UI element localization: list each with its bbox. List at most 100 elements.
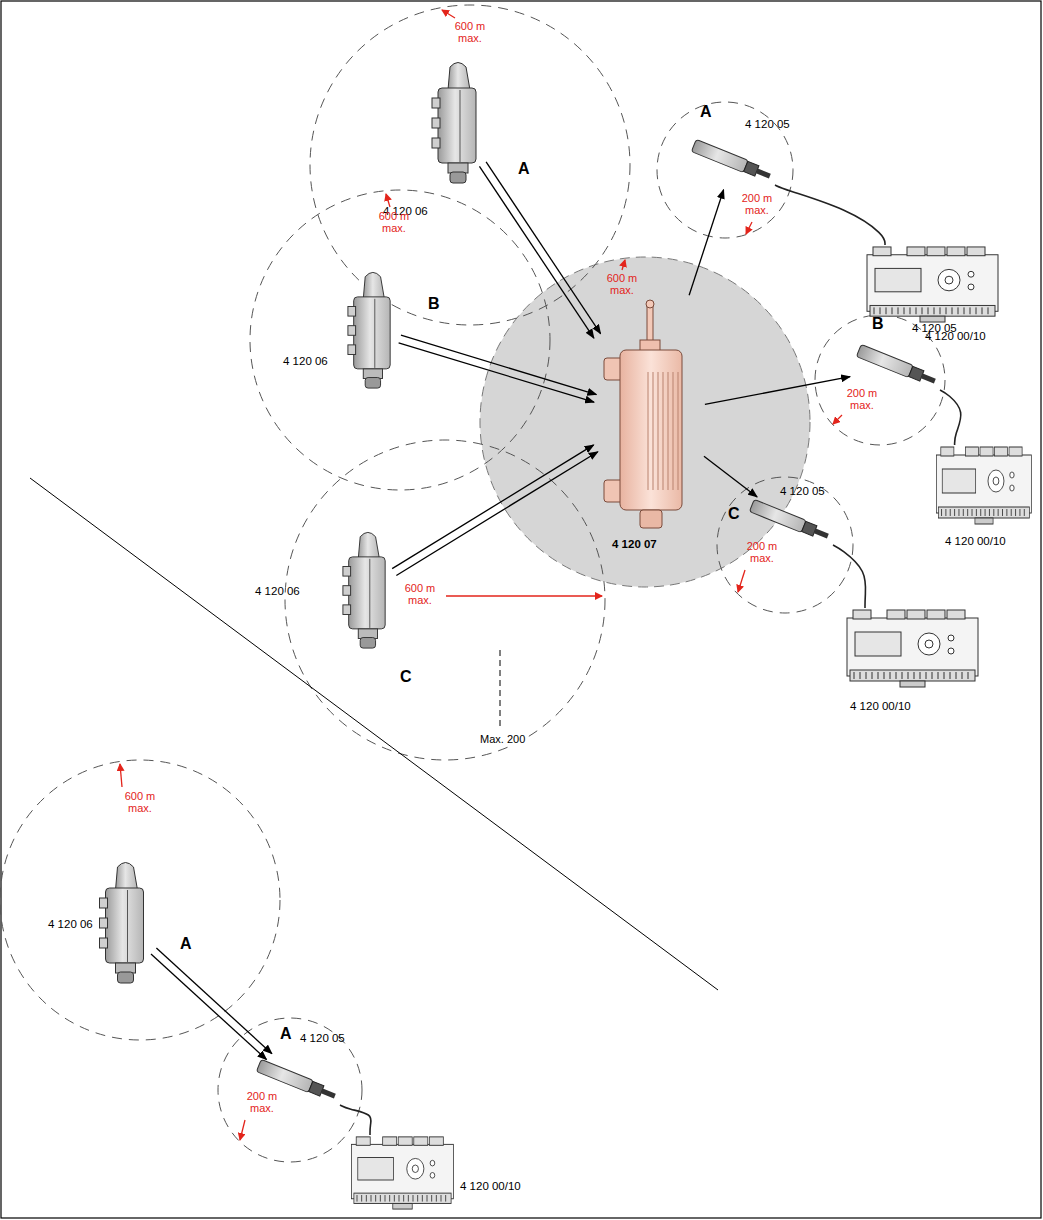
radio-link	[479, 162, 600, 338]
mounting-tab	[100, 898, 108, 908]
mounting-tab	[432, 98, 440, 108]
antenna-connector	[309, 1081, 324, 1096]
controller-drawing	[845, 608, 980, 688]
screw	[860, 672, 861, 679]
din-foot	[975, 518, 993, 524]
antenna-cable	[833, 545, 866, 608]
terminal-block	[927, 247, 945, 256]
screw	[878, 672, 879, 679]
screw	[892, 307, 893, 314]
antenna-body	[749, 499, 806, 532]
part-number: 4 120 00/10	[460, 1180, 521, 1193]
screw	[436, 1195, 437, 1202]
controller-body	[936, 455, 1031, 513]
screw	[952, 307, 953, 314]
range-circle	[717, 477, 853, 613]
link-arrow	[151, 954, 267, 1060]
controller-drawing	[865, 245, 1000, 323]
screw	[872, 672, 873, 679]
housing	[106, 888, 144, 963]
screw	[950, 509, 951, 516]
screw	[399, 1195, 400, 1202]
screw	[380, 1195, 381, 1202]
screw	[993, 509, 994, 516]
terminal-block	[398, 1137, 412, 1145]
screw	[902, 672, 903, 679]
terminal-block	[887, 610, 905, 619]
channel-letter: A	[180, 935, 192, 953]
screw	[920, 672, 921, 679]
radio-link	[705, 377, 850, 405]
terminal-block	[907, 247, 925, 256]
screw	[932, 672, 933, 679]
antenna-body	[256, 1059, 313, 1092]
terminal-block	[383, 1137, 397, 1145]
terminal-block	[965, 447, 978, 456]
screw	[956, 672, 957, 679]
receiver-antenna: C4 120 05200 m max.	[748, 500, 833, 545]
transmitter-drawing	[430, 60, 480, 185]
screw	[962, 672, 963, 679]
screw	[985, 509, 986, 516]
range-circle	[657, 102, 793, 238]
range-label: 600 m max.	[600, 272, 644, 296]
cable-gland-nut	[450, 172, 466, 183]
terminal-block	[414, 1137, 428, 1145]
screw	[884, 672, 885, 679]
antenna-body	[856, 344, 913, 377]
keypad-centre	[412, 1165, 418, 1173]
terminal-block	[941, 447, 954, 456]
lcd-screen	[942, 469, 975, 493]
controller: 4 120 00/10	[935, 445, 1033, 525]
transmitter: 600 m max.B4 120 06	[345, 270, 395, 390]
channel-letter: C	[400, 668, 412, 686]
antenna-dome	[116, 863, 138, 891]
terminal-block	[356, 1137, 370, 1145]
terminal-block	[429, 1137, 443, 1145]
lcd-screen	[358, 1158, 394, 1181]
link-arrow	[401, 335, 596, 394]
keypad-centre	[945, 276, 953, 284]
screw	[904, 307, 905, 314]
repeater: 600 m max.4 120 07	[600, 300, 700, 530]
range-label: 200 m max.	[740, 540, 784, 564]
mounting-tab	[348, 306, 356, 316]
din-foot	[900, 681, 925, 687]
link-arrow	[479, 166, 593, 338]
transmitter-drawing	[340, 530, 390, 650]
terminal-block	[927, 610, 945, 619]
screw	[1019, 509, 1020, 516]
lcd-screen	[855, 632, 901, 656]
lcd-screen	[875, 268, 921, 291]
part-number: 4 120 05	[300, 1032, 345, 1045]
button	[948, 635, 954, 641]
transmitter: 600 m max.4 120 06A	[95, 860, 150, 985]
cable-gland-nut	[365, 378, 380, 389]
cable-path	[340, 1105, 371, 1135]
housing	[620, 350, 682, 510]
screw	[916, 307, 917, 314]
link-arrow	[689, 190, 723, 295]
housing	[349, 557, 385, 629]
screw	[926, 672, 927, 679]
screw	[427, 1195, 428, 1202]
transmitter: 600 m max.4 120 06A	[430, 60, 480, 185]
screw	[1002, 509, 1003, 516]
din-foot	[393, 1203, 412, 1209]
button	[968, 271, 974, 277]
housing	[354, 297, 390, 369]
screw	[417, 1195, 418, 1202]
mounting-tab	[100, 938, 108, 948]
controller: 4 120 00/10	[350, 1135, 455, 1210]
screw	[431, 1195, 432, 1202]
channel-letter: B	[428, 295, 440, 313]
fin	[673, 372, 674, 490]
receiver-antenna-drawing	[690, 140, 775, 185]
screw	[970, 307, 971, 314]
part-number: 4 120 05	[780, 485, 825, 498]
channel-letter: C	[728, 505, 740, 523]
screw	[968, 672, 969, 679]
screw	[988, 307, 989, 314]
range-label: 200 m max.	[840, 387, 884, 411]
